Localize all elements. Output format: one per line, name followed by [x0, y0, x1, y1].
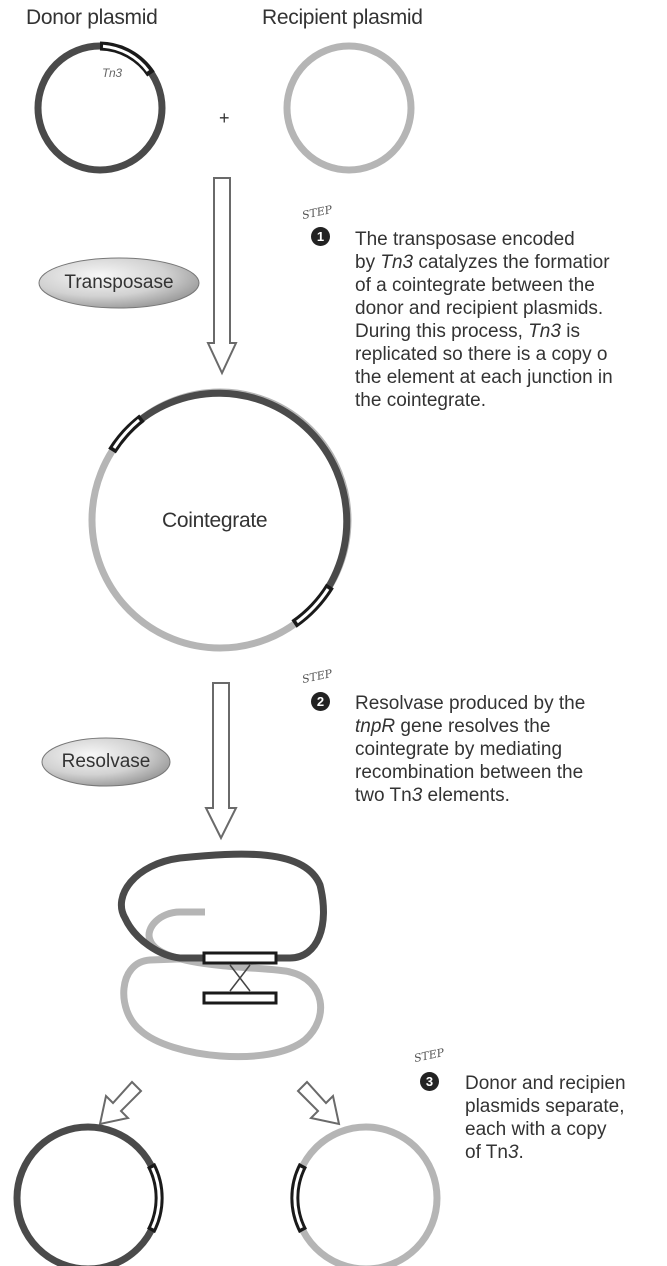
transposase-enzyme: [38, 257, 200, 309]
product-donor-ring: [13, 1123, 163, 1266]
transposase-label: Transposase: [64, 272, 174, 293]
recipient-loop: [120, 908, 324, 1061]
product-recipient-ring: [291, 1123, 441, 1266]
step1-line-5: During this process, Tn3 is: [355, 321, 580, 342]
step1-line-8: the cointegrate.: [355, 390, 486, 411]
crossover-line-b: [229, 964, 251, 992]
resolvase-label: Resolvase: [61, 751, 151, 772]
step2-line-4: recombination between the: [355, 762, 584, 783]
step2-line-5: two Tn3 elements.: [355, 785, 510, 806]
tn3-copy-upper-core: [112, 418, 140, 449]
split-arrow-left: [98, 1080, 143, 1126]
step1-line-6: replicated so there is a copy o: [355, 344, 608, 365]
product-donor-tn3-core: [151, 1167, 161, 1229]
resolvase-enzyme: [41, 737, 171, 787]
step1-line-2: by Tn3 catalyzes the formatior: [355, 252, 610, 273]
step3-line-2: plasmids separate,: [465, 1096, 625, 1117]
step1-arrow: [206, 177, 238, 376]
product-recipient-tn3-core: [293, 1167, 303, 1229]
step1-line-1: The transposase encoded: [355, 229, 575, 250]
tn3-small-label: Tn3: [102, 66, 122, 80]
step2-number-badge: 2: [311, 692, 330, 711]
plus-sign: +: [219, 108, 230, 128]
tn3-lower-segment: [202, 991, 278, 1005]
product-donor-plasmid: [13, 1123, 164, 1266]
recipient-plasmid-label: Recipient plasmid: [262, 6, 423, 29]
cointegrate-label: Cointegrate: [162, 509, 268, 532]
step3-line-3: each with a copy: [465, 1119, 607, 1140]
step1-number-badge: 1: [311, 227, 330, 246]
cointegrate-plasmid: [88, 388, 352, 652]
step2-line-1: Resolvase produced by the: [355, 693, 586, 714]
step3-line-1: Donor and recipien: [465, 1073, 626, 1094]
step3-number-badge: 3: [420, 1072, 439, 1091]
donor-loop: [117, 850, 327, 962]
step3-line-4: of Tn3.: [465, 1142, 524, 1163]
step2-arrow: [204, 682, 238, 841]
step2-line-2: tnpR gene resolves the: [355, 716, 551, 737]
step1-line-3: of a cointegrate between the: [355, 275, 595, 296]
step1-line-7: the element at each junction in: [355, 367, 613, 388]
tn3-element-core: [102, 44, 150, 72]
donor-plasmid: [34, 41, 166, 174]
donor-plasmid-label: Donor plasmid: [26, 6, 158, 29]
step1-line-4: donor and recipient plasmids.: [355, 298, 604, 319]
tn3-copy-lower-core: [296, 588, 330, 624]
split-arrow-right: [296, 1080, 341, 1126]
recipient-plasmid: [283, 42, 415, 174]
tn3-upper-segment: [202, 951, 278, 965]
product-recipient-plasmid: [290, 1123, 441, 1266]
recombination-intermediate: [117, 850, 327, 1061]
cointegrate-donor-arc: [127, 389, 351, 614]
step2-line-3: cointegrate by mediating: [355, 739, 563, 760]
